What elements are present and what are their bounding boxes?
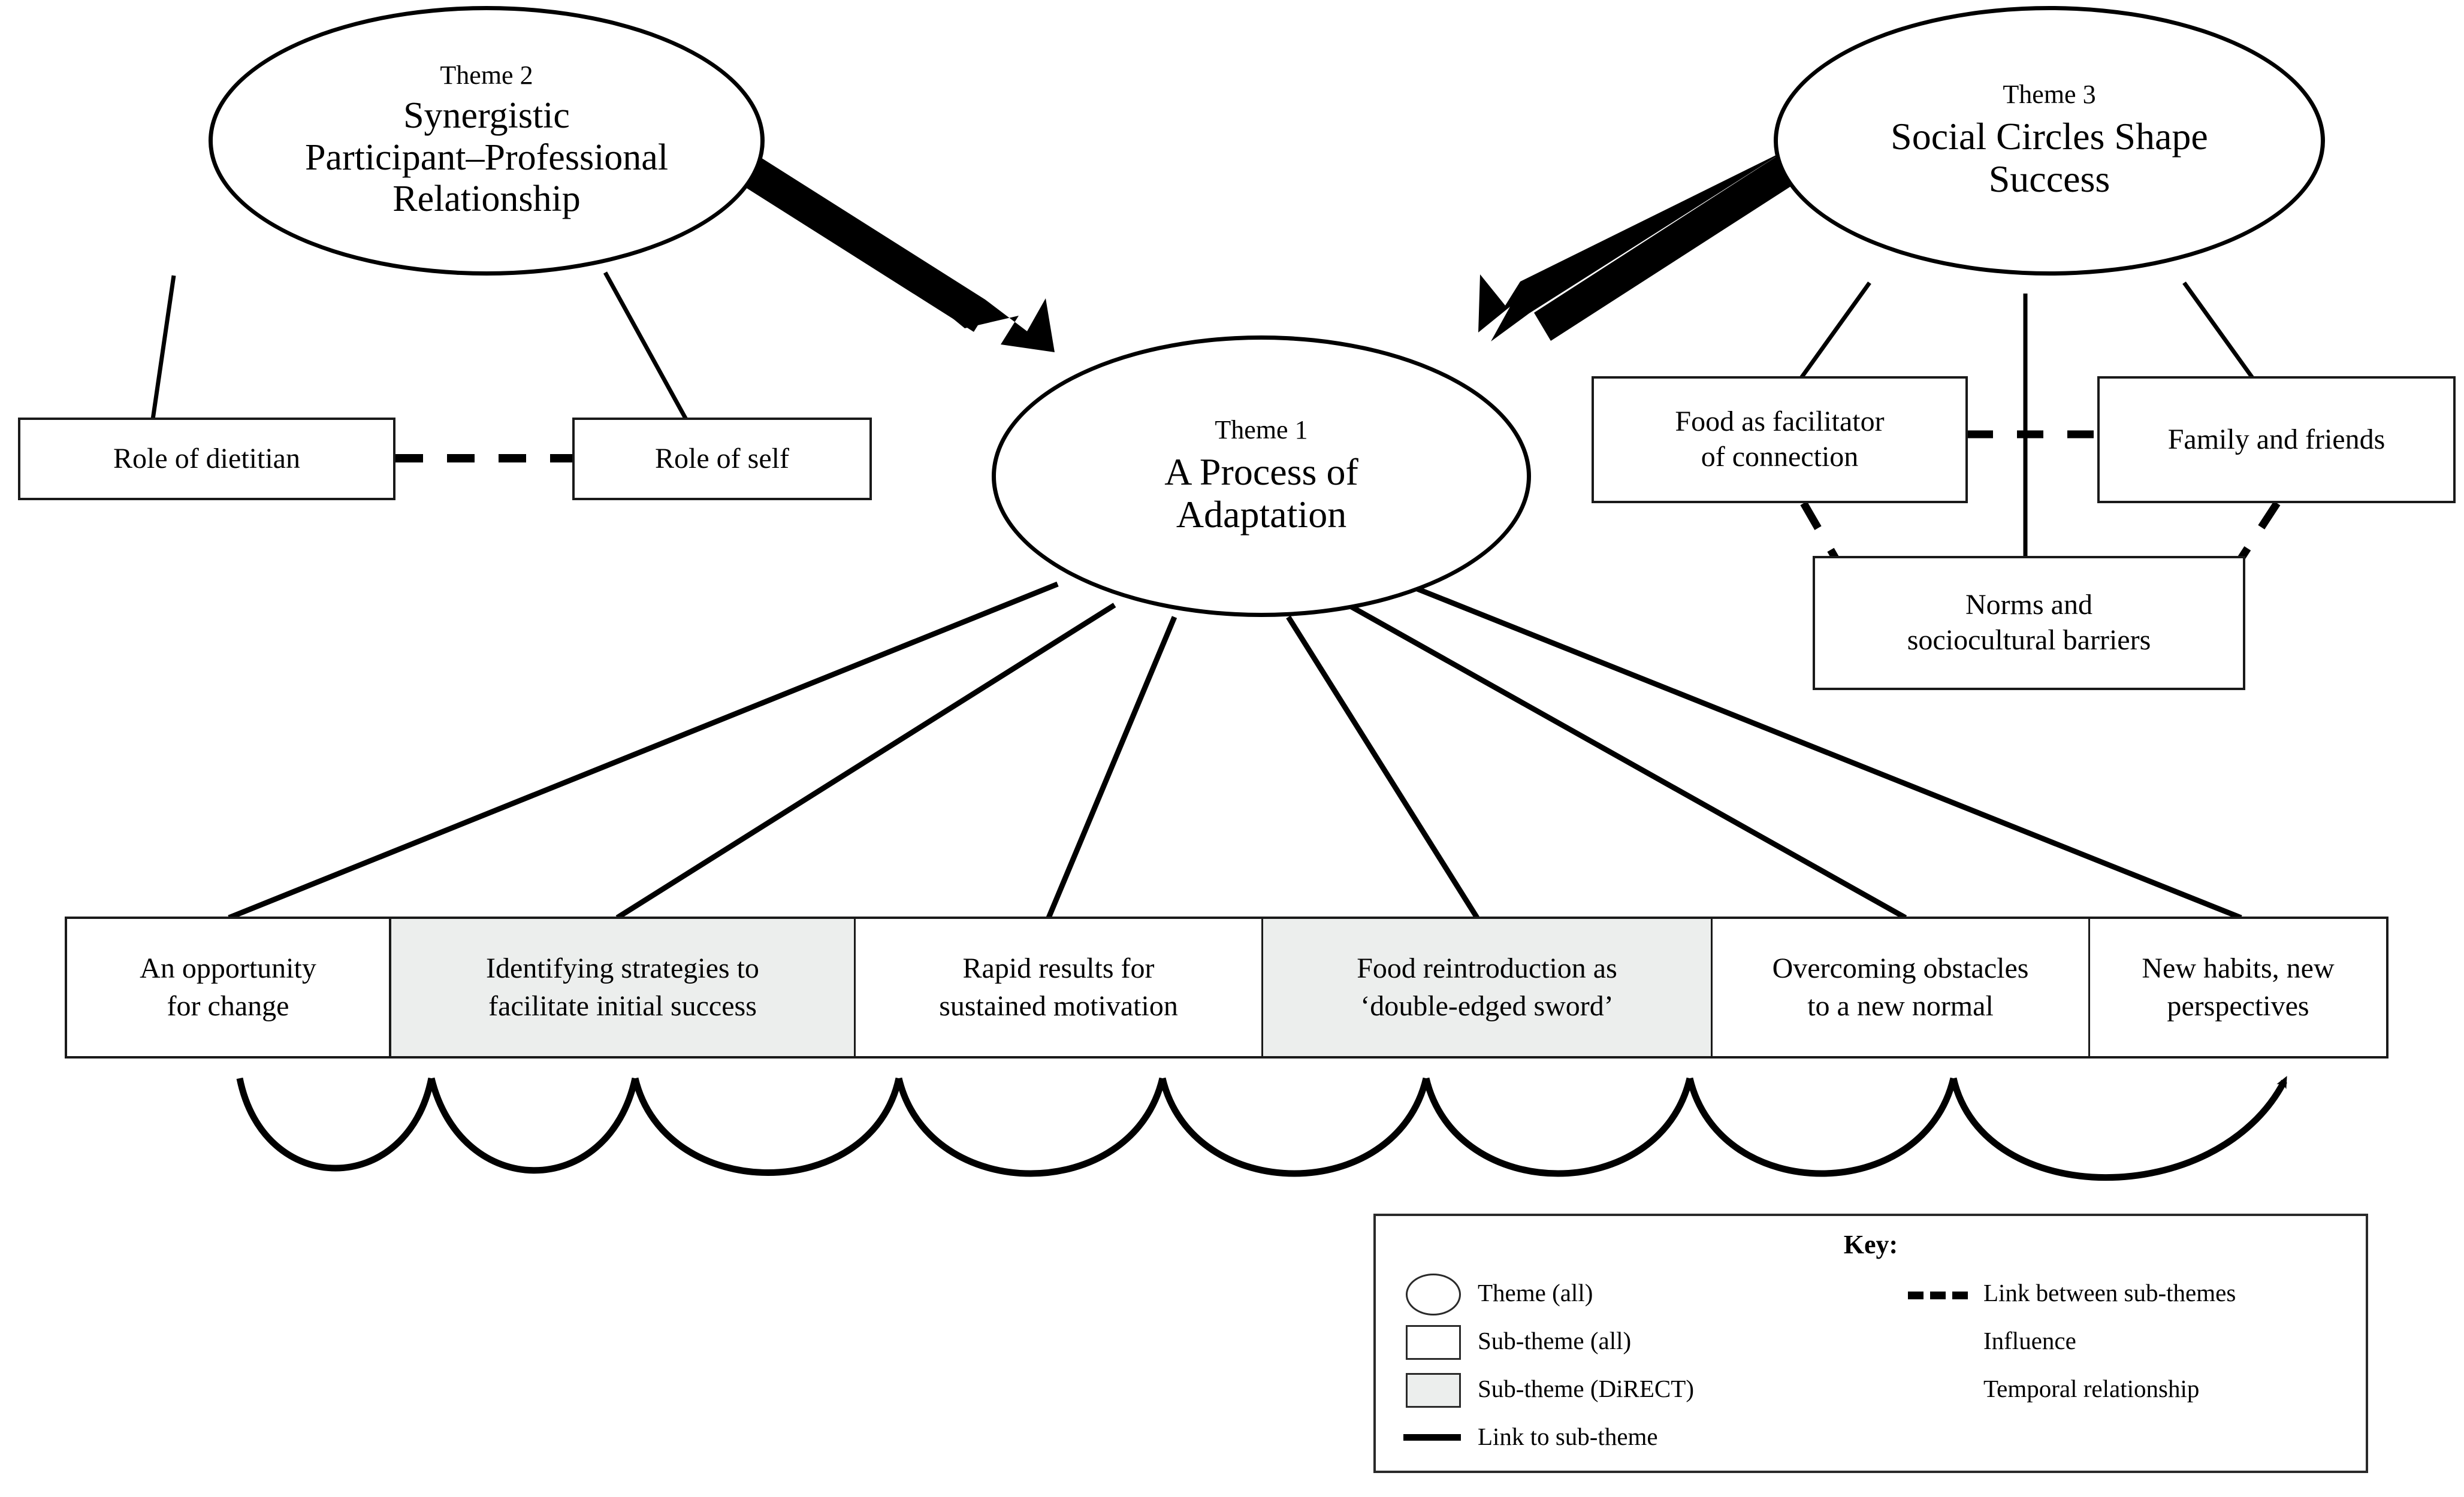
subtheme-bottom-2-line2: facilitate initial success [488, 990, 757, 1022]
key-title: Key: [1843, 1230, 1898, 1259]
subtheme-food-reintroduction[interactable]: Food reintroduction as ‘double-edged swo… [1263, 917, 1713, 1059]
key-item-theme: Theme (all) [1397, 1271, 1593, 1315]
key-item-temporal: Temporal relationship [1903, 1367, 2199, 1410]
link-theme2-role-dietitian [150, 275, 176, 420]
subtheme-overcoming-obstacles[interactable]: Overcoming obstacles to a new normal [1713, 917, 2090, 1059]
subtheme-role-of-self[interactable]: Role of self [572, 418, 872, 500]
theme-2-ellipse[interactable]: Theme 2 Synergistic Participant–Professi… [209, 6, 765, 276]
temporal-arc-3 [632, 1077, 902, 1176]
subtheme-food-as-facilitator[interactable]: Food as facilitator of connection [1592, 376, 1968, 503]
theme-1-label: Theme 1 [1215, 415, 1308, 445]
subtheme-identifying-strategies[interactable]: Identifying strategies to facilitate ini… [391, 917, 856, 1059]
key-legend-box: Key: Theme (all) Sub-theme (all) Sub-the… [1373, 1214, 2368, 1473]
temporal-arc-4 [895, 1077, 1166, 1177]
temporal-arc-8-arrow [1950, 1076, 2287, 1181]
link-theme1-sub3 [1046, 616, 1177, 919]
theme-2-title-line1: Synergistic [403, 95, 570, 137]
subtheme-bottom-4-line2: ‘double-edged sword’ [1360, 990, 1614, 1022]
dashed-line-icon [1903, 1271, 1975, 1314]
theme-2-title-line3: Relationship [392, 179, 581, 220]
theme-3-label: Theme 3 [2003, 80, 2096, 110]
subtheme-norms-line1: Norms and [1965, 589, 2092, 621]
theme-2-label: Theme 2 [440, 60, 533, 90]
link-theme1-sub5 [1346, 603, 1907, 920]
subtheme-rapid-results[interactable]: Rapid results for sustained motivation [856, 917, 1263, 1059]
block-arrow-icon-slot [1903, 1319, 1975, 1362]
subtheme-bottom-1-line2: for change [167, 990, 289, 1022]
subtheme-bottom-3-line1: Rapid results for [962, 952, 1155, 985]
subtheme-bottom-6-line2: perspectives [2167, 990, 2309, 1022]
subtheme-bottom-3-line2: sustained motivation [939, 990, 1178, 1022]
subtheme-food-line1: Food as facilitator [1675, 406, 1885, 438]
subtheme-role-of-dietitian-label: Role of dietitian [113, 442, 300, 474]
theme-3-title-line1: Social Circles Shape [1891, 114, 2208, 158]
key-item-subtheme-all-label: Sub-theme (all) [1478, 1327, 1632, 1354]
wave-arrow-icon-slot [1903, 1367, 1975, 1410]
link-theme3-family [2182, 281, 2255, 380]
key-item-temporal-label: Temporal relationship [1983, 1375, 2200, 1402]
key-item-subtheme-direct-label: Sub-theme (DiRECT) [1478, 1375, 1694, 1402]
temporal-arc-1 [236, 1077, 435, 1172]
link-theme2-role-self [603, 271, 689, 421]
solid-line-icon [1397, 1415, 1469, 1458]
theme-3-ellipse[interactable]: Theme 3 Social Circles Shape Success [1774, 6, 2325, 276]
theme-1-title-line1: A Process of [1164, 450, 1358, 493]
subtheme-bottom-4-line1: Food reintroduction as [1357, 952, 1617, 985]
temporal-arc-7 [1686, 1077, 1957, 1177]
subtheme-bottom-5-line1: Overcoming obstacles [1772, 952, 2029, 985]
subtheme-bottom-5-line2: to a new normal [1807, 990, 1994, 1022]
subtheme-role-of-dietitian[interactable]: Role of dietitian [18, 418, 395, 500]
subtheme-bottom-6-line1: New habits, new [2142, 952, 2335, 985]
subtheme-bottom-1-line1: An opportunity [140, 952, 316, 985]
key-item-link-to-subtheme: Link to sub-theme [1397, 1415, 1658, 1458]
link-theme1-sub2 [615, 603, 1116, 920]
temporal-arc-2 [428, 1077, 639, 1174]
temporal-arc-5 [1159, 1077, 1430, 1177]
key-item-link-between-subthemes: Link between sub-themes [1903, 1271, 2236, 1314]
key-item-subtheme-direct: Sub-theme (DiRECT) [1397, 1367, 1694, 1410]
key-item-influence: Influence [1903, 1319, 2076, 1362]
rect-filled-icon [1397, 1367, 1469, 1410]
subtheme-bottom-2-line1: Identifying strategies to [486, 952, 759, 985]
theme-2-title-line2: Participant–Professional [304, 137, 669, 178]
subtheme-new-habits[interactable]: New habits, new perspectives [2090, 917, 2388, 1059]
key-item-theme-label: Theme (all) [1478, 1279, 1593, 1307]
subtheme-family-line1: Family and friends [2167, 423, 2386, 455]
key-item-dashlink-label: Link between sub-themes [1983, 1279, 2236, 1307]
link-theme1-sub1 [228, 581, 1059, 921]
link-theme1-sub6 [1404, 581, 2242, 921]
subtheme-role-of-self-label: Role of self [655, 442, 789, 474]
theme-1-ellipse[interactable]: Theme 1 A Process of Adaptation [992, 335, 1531, 617]
subtheme-food-line2: of connection [1701, 441, 1859, 473]
theme-1-title-line2: Adaptation [1176, 493, 1347, 536]
theme-3-title-line2: Success [1988, 158, 2110, 201]
ellipse-outline-icon [1397, 1271, 1469, 1315]
key-item-influence-label: Influence [1983, 1327, 2076, 1354]
subtheme-family-and-friends[interactable]: Family and friends [2097, 376, 2456, 503]
rect-outline-icon [1397, 1319, 1469, 1362]
influence-arrow-theme2-to-theme1 [724, 146, 1055, 352]
link-theme3-food [1799, 281, 1871, 380]
subtheme-an-opportunity-for-change[interactable]: An opportunity for change [65, 917, 391, 1059]
subtheme-norms-line2: sociocultural barriers [1907, 624, 2151, 656]
link-theme1-sub4 [1286, 615, 1479, 920]
subtheme-norms-sociocultural[interactable]: Norms and sociocultural barriers [1813, 556, 2245, 690]
temporal-arc-6 [1423, 1077, 1693, 1177]
key-item-link-label: Link to sub-theme [1478, 1423, 1658, 1450]
key-item-subtheme-all: Sub-theme (all) [1397, 1319, 1631, 1362]
influence-arrow-theme3-to-theme1 [1478, 150, 1805, 341]
